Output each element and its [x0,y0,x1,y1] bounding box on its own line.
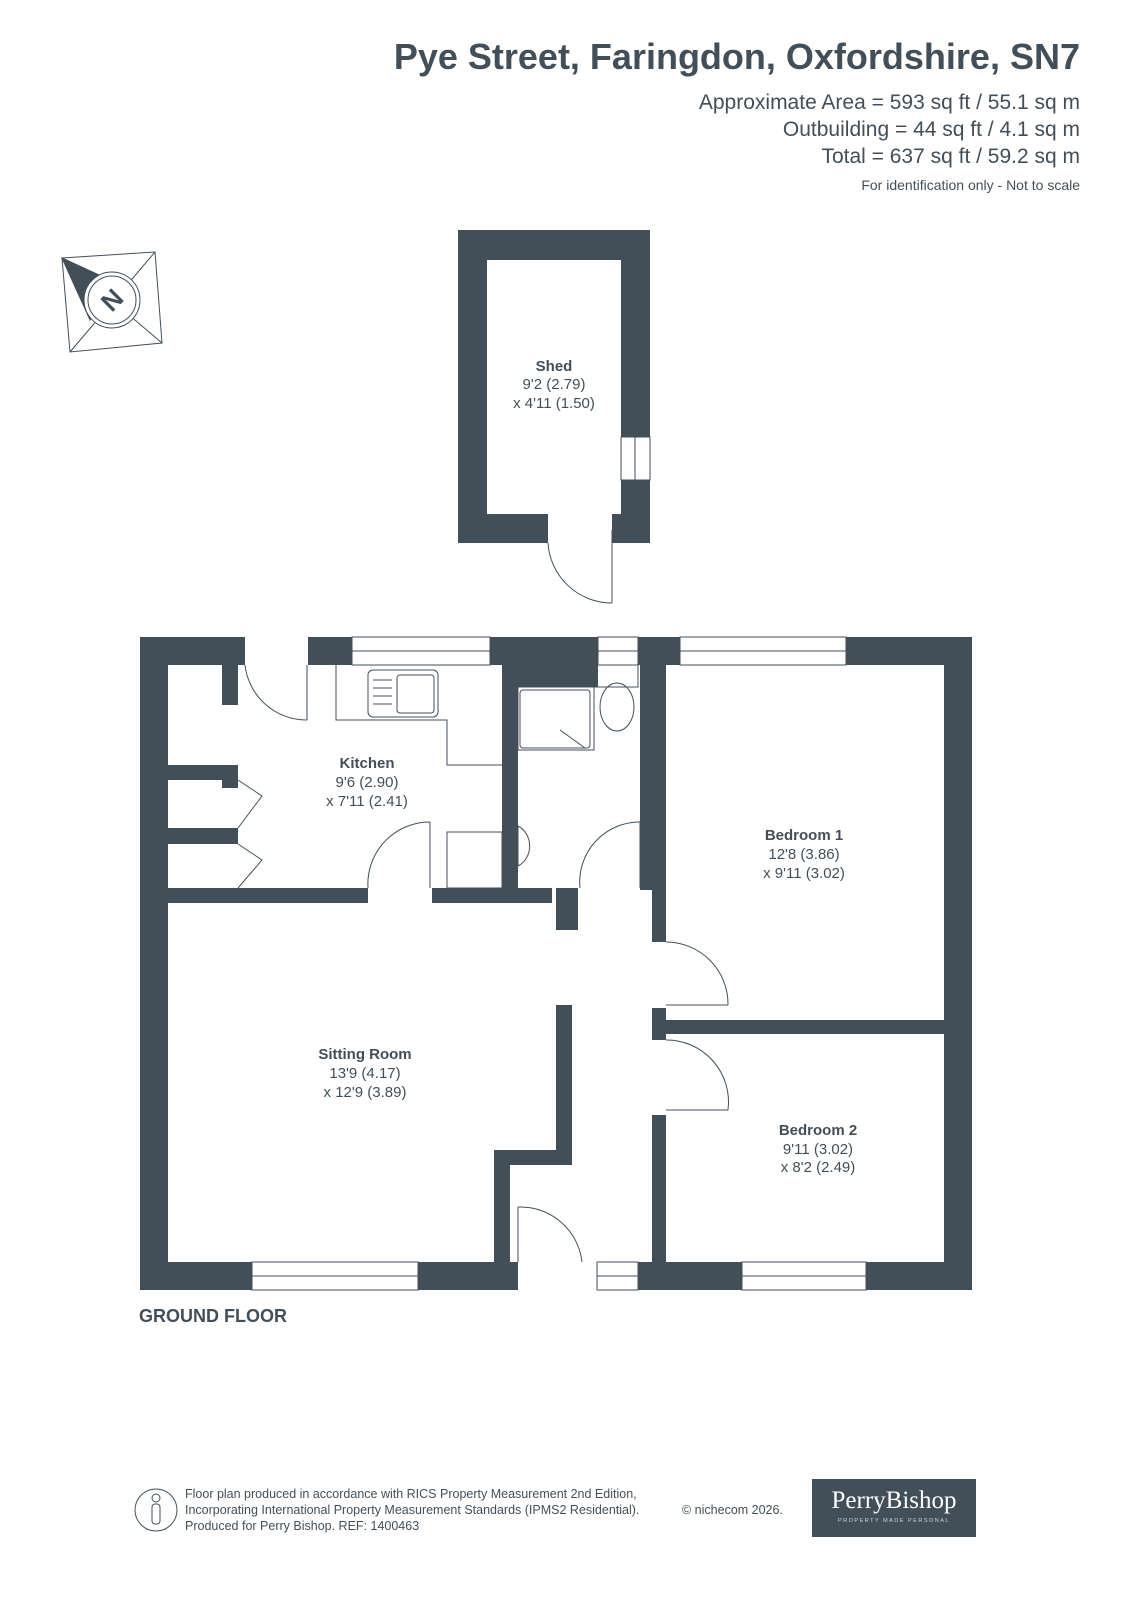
copyright: © nichecom 2026. [682,1503,783,1517]
room-label-bedroom-2: Bedroom 2 9'11 (3.02) x 8'2 (2.49) [779,1122,857,1176]
shed-walls [458,230,650,543]
compass-icon: N [60,251,163,353]
scale-note: For identification only - Not to scale [861,177,1080,193]
fixtures-doors-windows [237,636,867,1291]
svg-text:x 4'11 (1.50): x 4'11 (1.50) [513,395,595,412]
svg-text:Shed: Shed [536,358,573,375]
room-label-kitchen: Kitchen 9'6 (2.90) x 7'11 (2.41) [326,755,408,810]
room-label-shed: Shed 9'2 (2.79) x 4'11 (1.50) [513,358,595,412]
svg-text:x 12'9 (3.89): x 12'9 (3.89) [324,1084,407,1101]
svg-text:9'11 (3.02): 9'11 (3.02) [783,1141,853,1158]
svg-text:Bedroom 2: Bedroom 2 [779,1122,857,1139]
perry-bishop-logo: PerryBishop PROPERTY MADE PERSONAL [812,1479,976,1537]
total-area: Total = 637 sq ft / 59.2 sq m [821,145,1080,168]
footer-line: Floor plan produced in accordance with R… [185,1487,637,1501]
floor-label: GROUND FLOOR [139,1306,287,1326]
svg-text:x 7'11 (2.41): x 7'11 (2.41) [326,793,408,810]
approximate-area: Approximate Area = 593 sq ft / 55.1 sq m [698,91,1080,114]
footer-line: Produced for Perry Bishop. REF: 1400463 [185,1519,420,1533]
svg-text:x 9'11 (3.02): x 9'11 (3.02) [763,865,845,882]
svg-text:9'6 (2.90): 9'6 (2.90) [336,774,399,791]
property-title: Pye Street, Faringdon, Oxfordshire, SN7 [393,36,1080,77]
outbuilding-area: Outbuilding = 44 sq ft / 4.1 sq m [782,118,1080,141]
svg-text:x 8'2 (2.49): x 8'2 (2.49) [781,1159,856,1176]
svg-text:13'9 (4.17): 13'9 (4.17) [329,1065,400,1082]
main-walls [140,637,972,1290]
svg-text:12'8 (3.86): 12'8 (3.86) [768,846,839,863]
room-label-bedroom-1: Bedroom 1 12'8 (3.86) x 9'11 (3.02) [763,827,845,882]
footer-line: Incorporating International Property Mea… [185,1503,640,1517]
logo-name: PerryBishop [831,1487,957,1514]
logo-tagline: PROPERTY MADE PERSONAL [838,1518,950,1524]
person-icon [134,1488,178,1532]
svg-text:Bedroom 1: Bedroom 1 [765,827,843,844]
svg-text:Sitting Room: Sitting Room [318,1046,411,1063]
shed-door-window [547,436,651,604]
footer-disclaimer: Floor plan produced in accordance with R… [185,1486,639,1534]
svg-text:Kitchen: Kitchen [339,755,394,772]
room-label-sitting-room: Sitting Room 13'9 (4.17) x 12'9 (3.89) [318,1046,411,1101]
svg-text:9'2 (2.79): 9'2 (2.79) [523,376,586,393]
